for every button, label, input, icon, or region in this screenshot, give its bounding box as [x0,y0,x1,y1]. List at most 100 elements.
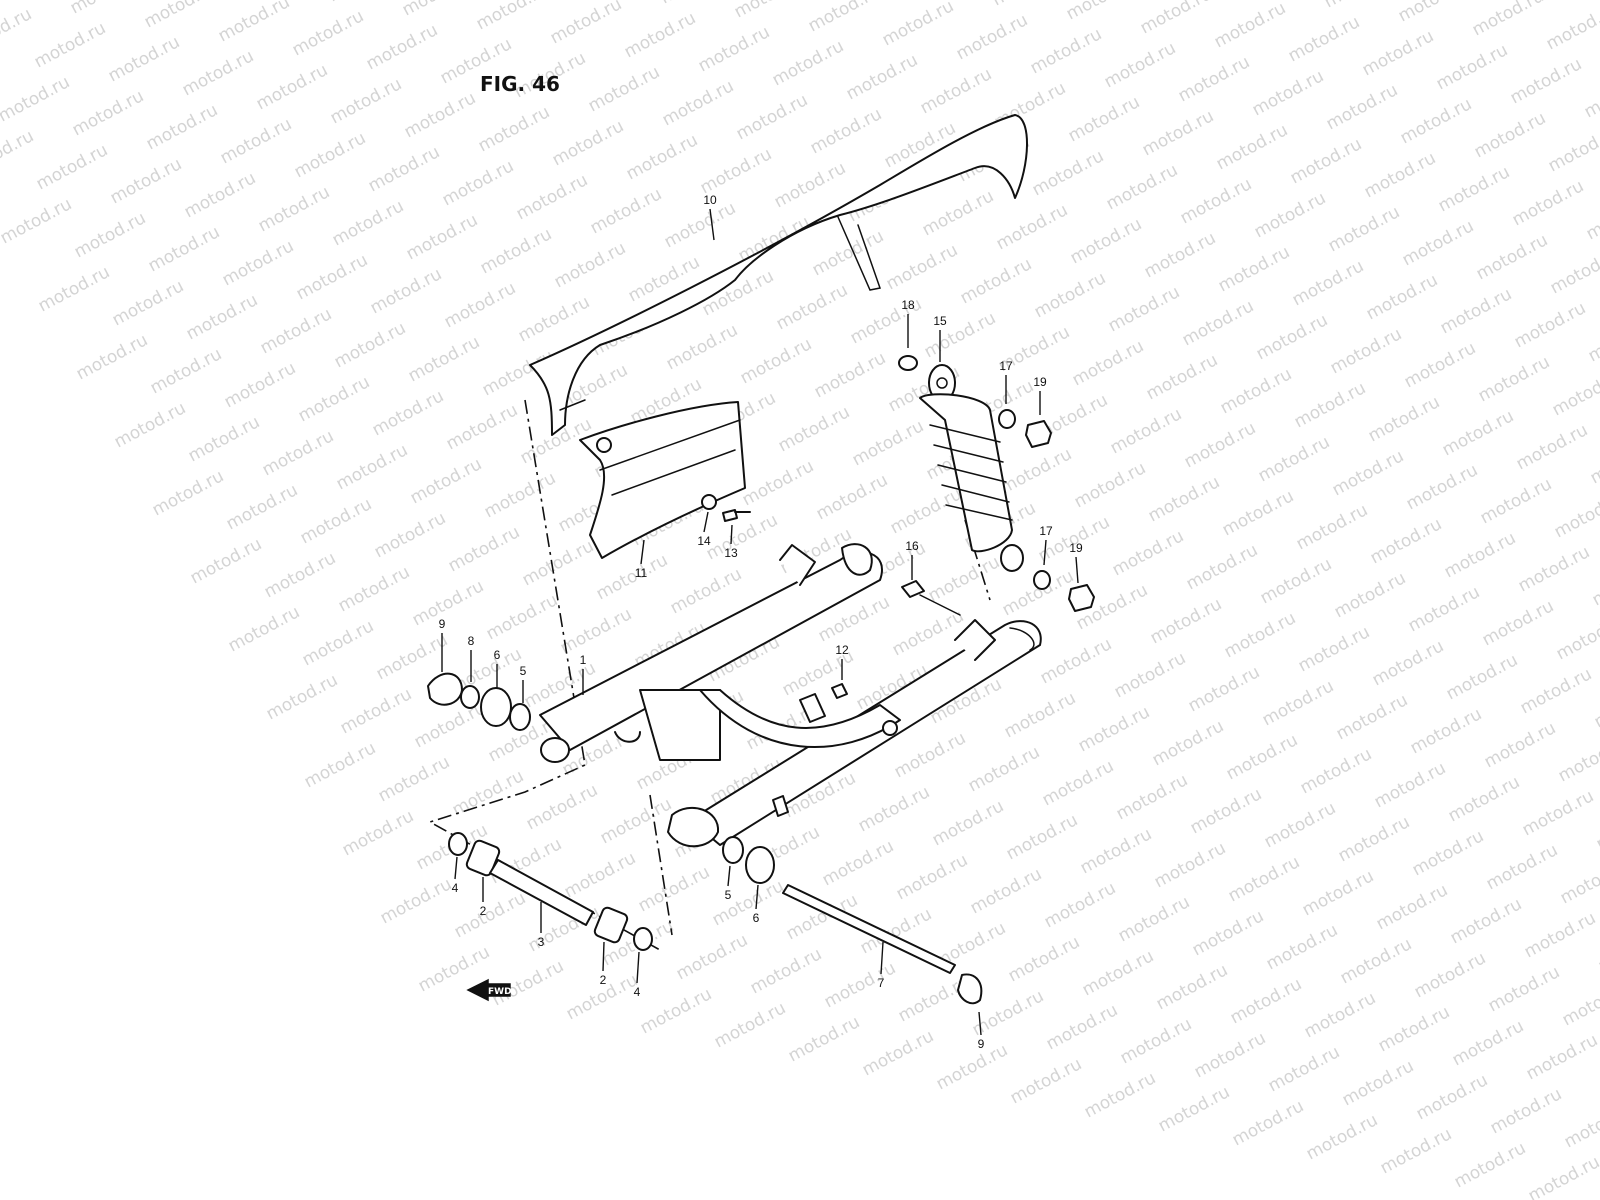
callout-number: 4 [452,881,459,895]
watermark-text: motod.ru [409,576,487,630]
watermark-text: motod.ru [1249,66,1327,120]
watermark-text: motod.ru [407,454,485,508]
swing-arm-lower-lug [614,731,641,743]
watermark-text: motod.ru [663,320,741,374]
watermark-text: motod.ru [1041,878,1119,932]
part-18-washer [898,355,918,371]
watermark-text: motod.ru [695,22,773,76]
watermark-text: motod.ru [1067,214,1145,268]
watermark-text: motod.ru [401,88,479,142]
watermark-text: motod.ru [375,752,453,806]
callout-4: 4 [452,856,459,895]
watermark-text: motod.ru [709,876,787,930]
watermark-text: motod.ru [473,0,551,34]
callout-number: 19 [1033,375,1047,389]
callout-number: 8 [468,634,475,648]
watermark-text: motod.ru [1523,1030,1600,1084]
watermark-text: motod.ru [1509,176,1587,230]
watermark-text: motod.ru [1071,458,1149,512]
watermark-text: motod.ru [1079,946,1157,1000]
watermark-text: motod.ru [1521,908,1599,962]
watermark-text: motod.ru [1181,418,1259,472]
callout-leader-line [1043,539,1047,566]
watermark-text: motod.ru [773,280,851,334]
watermark-text: motod.ru [439,156,517,210]
watermark-text: motod.ru [449,766,527,820]
watermark-text: motod.ru [1259,676,1337,730]
watermark-text: motod.ru [1589,556,1600,610]
watermark-text: motod.ru [1263,920,1341,974]
watermark-text: motod.ru [993,200,1071,254]
watermark-text: motod.ru [1031,268,1109,322]
watermark-text: motod.ru [1299,866,1377,920]
part-19-nut-lower [1068,584,1095,612]
forward-arrow-icon: FWD [466,978,512,1002]
watermark-text: motod.ru [69,86,147,140]
watermark-text: motod.ru [1255,432,1333,486]
callout-number: 6 [753,911,760,925]
watermark-text: motod.ru [1261,798,1339,852]
watermark-text: motod.ru [1483,840,1561,894]
watermark-text: motod.ru [143,100,221,154]
callout-13: 13 [724,524,738,560]
watermark-text: motod.ru [1219,486,1297,540]
watermark-text: motod.ru [105,32,183,86]
swing-arm-stopper [772,795,789,817]
watermark-text: motod.ru [1363,270,1441,324]
watermark-text: motod.ru [989,0,1067,10]
watermark-text: motod.ru [1103,160,1181,214]
watermark-text: motod.ru [731,0,809,22]
cover-bolt-hole [596,437,612,453]
swing-arm-brace [699,689,901,749]
watermark-text: motod.ru [821,958,899,1012]
watermark-text: motod.ru [1593,800,1600,854]
watermark-text: motod.ru [1405,582,1483,636]
watermark-text: motod.ru [1065,92,1143,146]
watermark-text: motod.ru [1215,242,1293,296]
watermark-text: motod.ru [1003,810,1081,864]
watermark-text: motod.ru [71,208,149,262]
watermark-text: motod.ru [1191,1028,1269,1082]
assembly-outline-lower [649,794,673,936]
watermark-text: motod.ru [967,864,1045,918]
watermark-text: motod.ru [1327,324,1405,378]
watermark-text: motod.ru [1595,922,1600,976]
watermark-text: motod.ru [333,440,411,494]
watermark-text: motod.ru [551,238,629,292]
watermark-text: motod.ru [775,402,853,456]
watermark-text: motod.ru [711,998,789,1052]
watermark-text: motod.ru [1373,880,1451,934]
watermark-text: motod.ru [1473,230,1551,284]
watermark-text: motod.ru [335,562,413,616]
watermark-text: motod.ru [807,104,885,158]
watermark-text: motod.ru [1113,770,1191,824]
watermark-text: motod.ru [657,0,735,8]
watermark-text: motod.ru [1139,106,1217,160]
watermark-text: motod.ru [623,130,701,184]
watermark-text: motod.ru [187,534,265,588]
watermark-text: motod.ru [1369,636,1447,690]
part-6-bearing-right [745,846,775,884]
callout-9: 9 [439,617,446,672]
watermark-text: motod.ru [1475,352,1553,406]
watermark-text: motod.ru [1001,688,1079,742]
watermark-text: motod.ru [0,72,73,126]
watermark-text: motod.ru [255,182,333,236]
watermark-text: motod.ru [997,444,1075,498]
watermark-text: motod.ru [925,552,1003,606]
callout-15: 15 [933,314,947,362]
watermark-text: motod.ru [225,602,303,656]
watermark-text: motod.ru [1107,404,1185,458]
watermark-text: motod.ru [855,782,933,836]
watermark-text: motod.ru [513,170,591,224]
watermark-text: motod.ru [1585,312,1600,366]
watermark-text: motod.ru [0,4,35,58]
part-15-rear-shock [919,364,1024,572]
watermark-text: motod.ru [1211,0,1289,52]
watermark-text: motod.ru [703,510,781,564]
callout-leader-line [1075,556,1079,584]
swing-arm-chain-guide [799,693,826,723]
swing-arm-cross-member [639,689,721,761]
watermark-text: motod.ru [445,522,523,576]
watermark-text: motod.ru [1445,772,1523,826]
